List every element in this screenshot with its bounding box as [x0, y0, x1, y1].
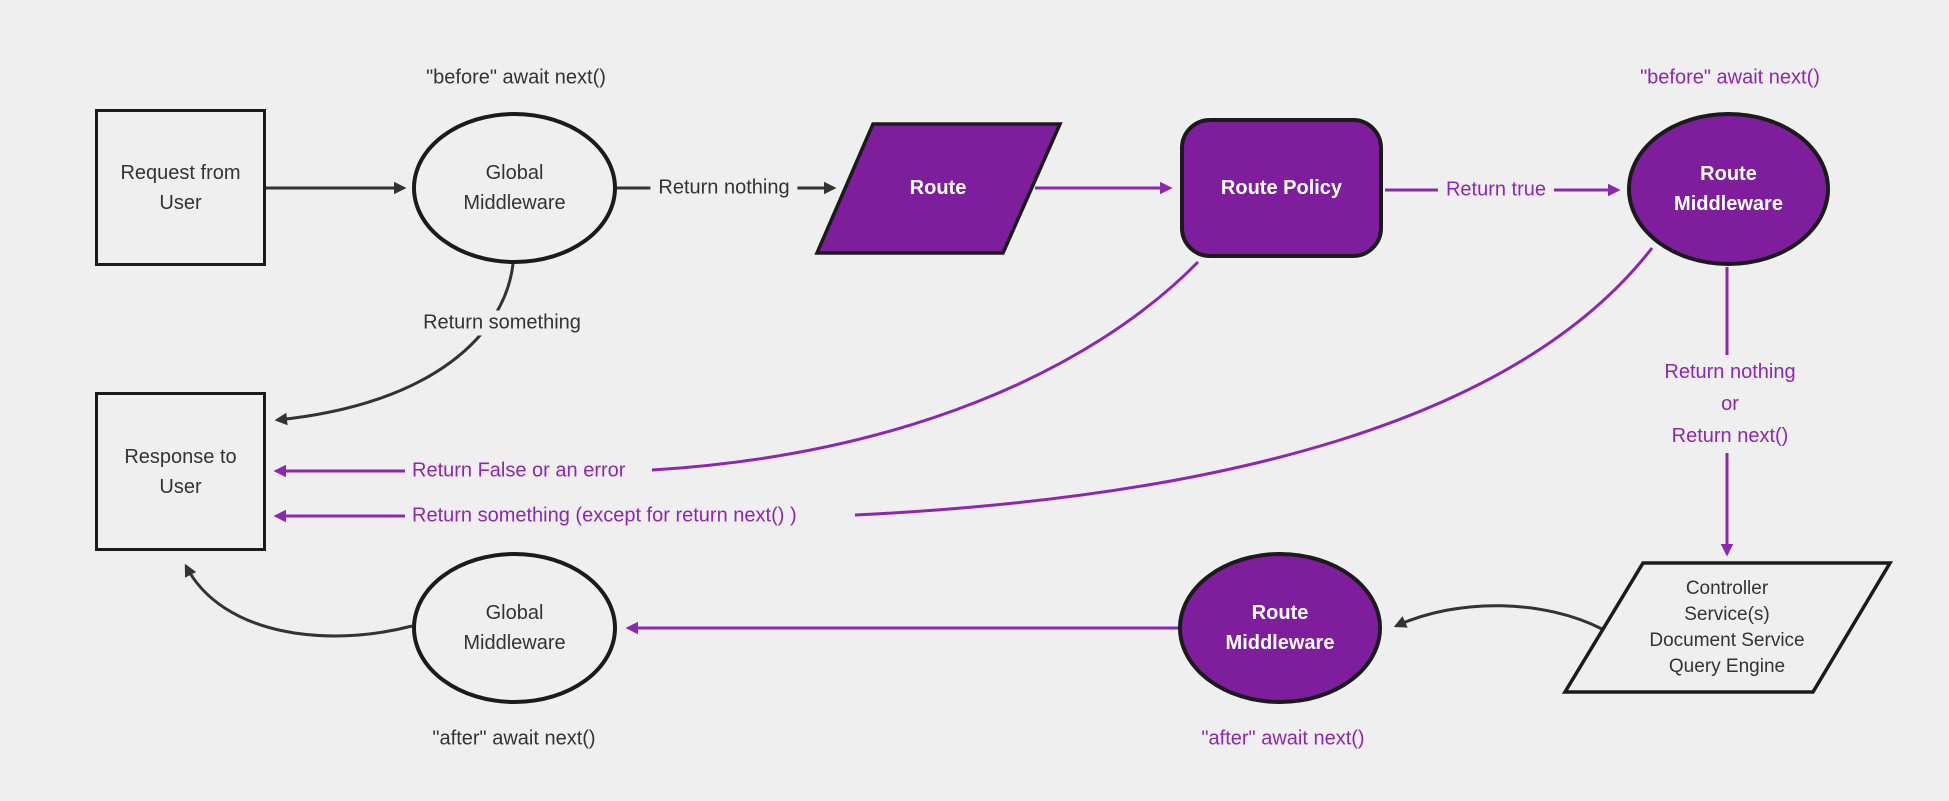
edge-controller-to-route-middleware-bottom: [1393, 604, 1603, 631]
node-label: Response to User: [124, 445, 237, 498]
label-return-false-or-error: Return False or an error: [412, 459, 626, 482]
node-global-middleware-bottom: Global Middleware: [412, 552, 617, 704]
label-return-something: Return something: [415, 310, 589, 336]
node-route-policy: Route Policy: [1180, 118, 1383, 258]
edge-global-middleware-return-something-to-response: [274, 263, 515, 426]
label-after-await-next-black: "after" await next(): [432, 727, 596, 750]
controller-parallelogram-shape: [1561, 561, 1894, 694]
route-parallelogram-shape: [814, 122, 1063, 255]
controller-line-2: Service(s): [1684, 604, 1770, 625]
node-label: Route: [909, 177, 967, 199]
node-controller-services: Controller Service(s) Document Service Q…: [1587, 575, 1867, 681]
edge-route-middleware-return-something-curve: [854, 247, 1654, 517]
label-line-2: or: [1721, 393, 1739, 415]
node-label: Request from User: [120, 161, 241, 214]
node-route-middleware-top: Route Middleware: [1627, 112, 1830, 266]
node-label: Route Middleware: [1225, 602, 1335, 654]
edge-route-policy-return-false-curve: [651, 260, 1200, 472]
label-return-nothing-or-next: Return nothing or Return next(): [1656, 355, 1804, 453]
label-line-1: Return nothing: [1664, 361, 1796, 383]
node-route-label: Route: [858, 158, 1018, 218]
label-line-3: Return next(): [1671, 425, 1789, 447]
node-request-from-user: Request from User: [95, 109, 266, 266]
controller-line-3: Document Service: [1649, 630, 1805, 651]
label-before-await-next-top: "before" await next(): [426, 66, 606, 89]
node-label: Global Middleware: [463, 162, 566, 214]
node-label: Global Middleware: [463, 602, 566, 654]
node-response-to-user: Response to User: [95, 392, 266, 551]
node-label: Route Policy: [1220, 177, 1343, 199]
label-return-nothing: Return nothing: [650, 175, 798, 201]
node-global-middleware-top: Global Middleware: [412, 112, 617, 264]
node-label: Route Middleware: [1674, 163, 1783, 215]
controller-line-1: Controller: [1685, 578, 1769, 599]
controller-line-4: Query Engine: [1668, 656, 1786, 677]
node-route-middleware-bottom: Route Middleware: [1178, 552, 1382, 704]
label-before-await-next-right: "before" await next(): [1640, 66, 1820, 89]
label-after-await-next-purple: "after" await next(): [1201, 727, 1365, 750]
edge-global-middleware-bottom-to-response: [184, 563, 413, 638]
label-return-something-except: Return something (except for return next…: [412, 504, 797, 527]
label-return-true: Return true: [1437, 177, 1555, 203]
